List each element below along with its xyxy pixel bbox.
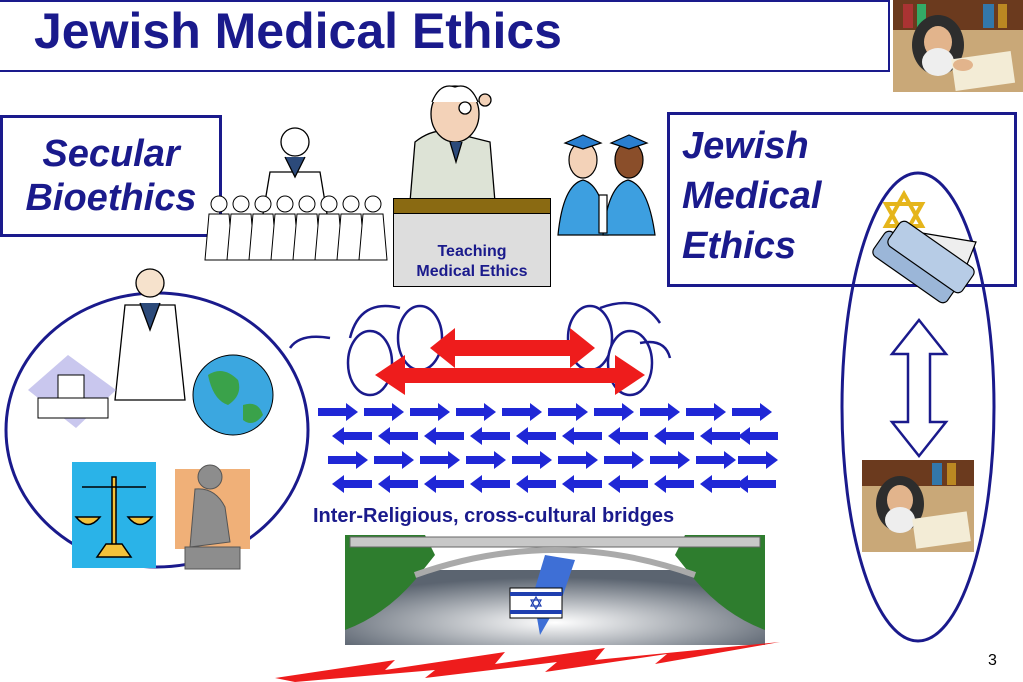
jme-line-1: Jewish <box>682 125 809 167</box>
bridge-caption: Inter-Religious, cross-cultural bridges <box>313 505 675 527</box>
teaching-line-2: Medical Ethics <box>416 263 528 280</box>
podium <box>393 205 551 287</box>
thinker-statue-image <box>175 464 250 570</box>
jme-line-2: Medical <box>682 175 822 217</box>
teacher-podium-image <box>409 85 496 203</box>
title-frame <box>0 0 890 72</box>
israel-flag-icon <box>509 587 563 619</box>
jewish-sources-ellipse <box>840 171 996 643</box>
graduates-image <box>557 134 656 236</box>
jme-line-3: Ethics <box>682 225 797 267</box>
scales-of-justice-image <box>72 462 156 568</box>
page-number: 3 <box>988 652 997 669</box>
hospital-image <box>28 355 116 428</box>
teaching-box-label: Teaching Medical Ethics <box>398 242 546 282</box>
rabbi-reading-image-lower <box>862 460 974 552</box>
podium-top <box>393 198 551 214</box>
ideas-connection-graphic <box>288 301 672 397</box>
teaching-line-1: Teaching <box>437 243 507 260</box>
torah-scrolls-image <box>872 189 977 304</box>
secular-line-1: Secular <box>42 133 180 175</box>
vertical-double-arrow <box>889 317 949 459</box>
red-lightning-graphic <box>275 642 780 682</box>
blue-arrows-grid <box>318 403 778 493</box>
secular-line-2: Bioethics <box>25 177 197 219</box>
doctors-group-image <box>204 127 388 261</box>
doctor-image <box>114 268 186 401</box>
secular-bioethics-box: Secular Bioethics <box>0 115 222 237</box>
globe-people-image <box>192 354 274 436</box>
rabbi-reading-image <box>893 0 1023 92</box>
jewish-medical-ethics-box: Jewish Medical Ethics <box>667 112 1017 287</box>
page-title: Jewish Medical Ethics <box>34 3 562 59</box>
